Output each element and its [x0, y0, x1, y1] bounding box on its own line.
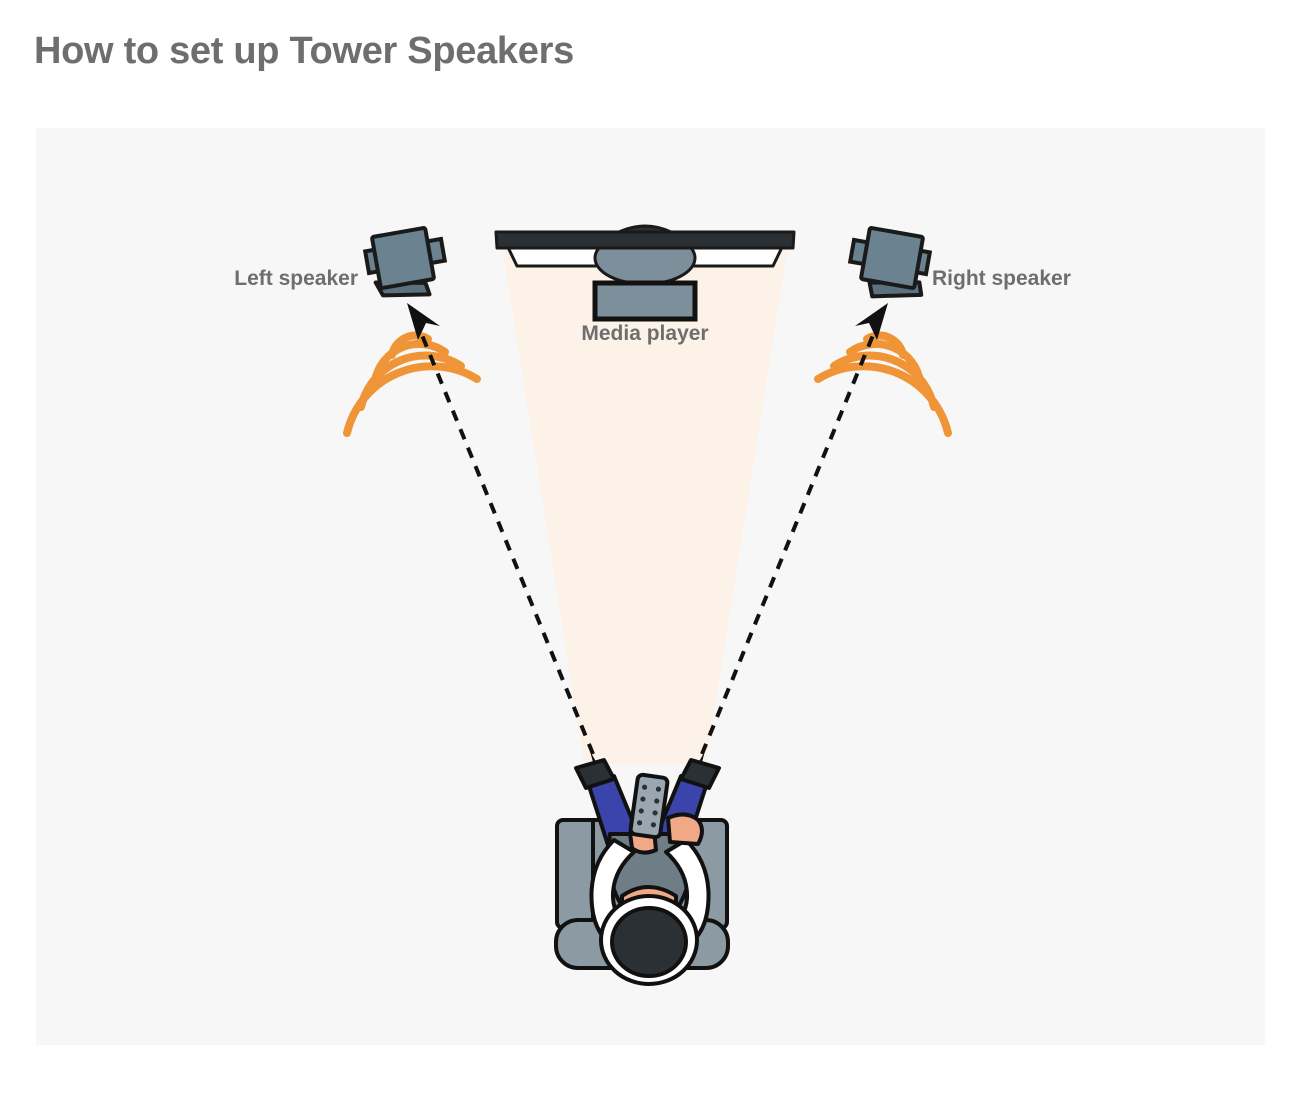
- aim-line-left: [413, 317, 604, 777]
- media-player-device: [592, 280, 698, 322]
- media-player-label: Media player: [581, 322, 708, 345]
- remote-control: [628, 772, 670, 840]
- person-right-hand: [666, 812, 704, 846]
- listener-on-sofa: [554, 758, 730, 986]
- arrow-to-right-speaker: [855, 303, 888, 340]
- right-sound-waves: [814, 331, 952, 437]
- screen-beam: [502, 246, 788, 764]
- page-title: How to set up Tower Speakers: [34, 30, 574, 72]
- television: [494, 224, 796, 286]
- arrow-to-left-speaker: [407, 303, 440, 340]
- right-speaker: [847, 226, 933, 299]
- person-head: [610, 906, 688, 978]
- aim-lines: [413, 317, 882, 777]
- aim-line-right: [691, 317, 882, 777]
- tv-screen-bar: [494, 230, 796, 250]
- speaker-setup-diagram: Media player Left speaker R: [234, 224, 1071, 986]
- diagram-panel: Media player Left speaker R: [36, 128, 1265, 1045]
- left-speaker: [362, 226, 448, 298]
- left-speaker-label: Left speaker: [234, 267, 358, 290]
- right-speaker-label: Right speaker: [932, 267, 1071, 290]
